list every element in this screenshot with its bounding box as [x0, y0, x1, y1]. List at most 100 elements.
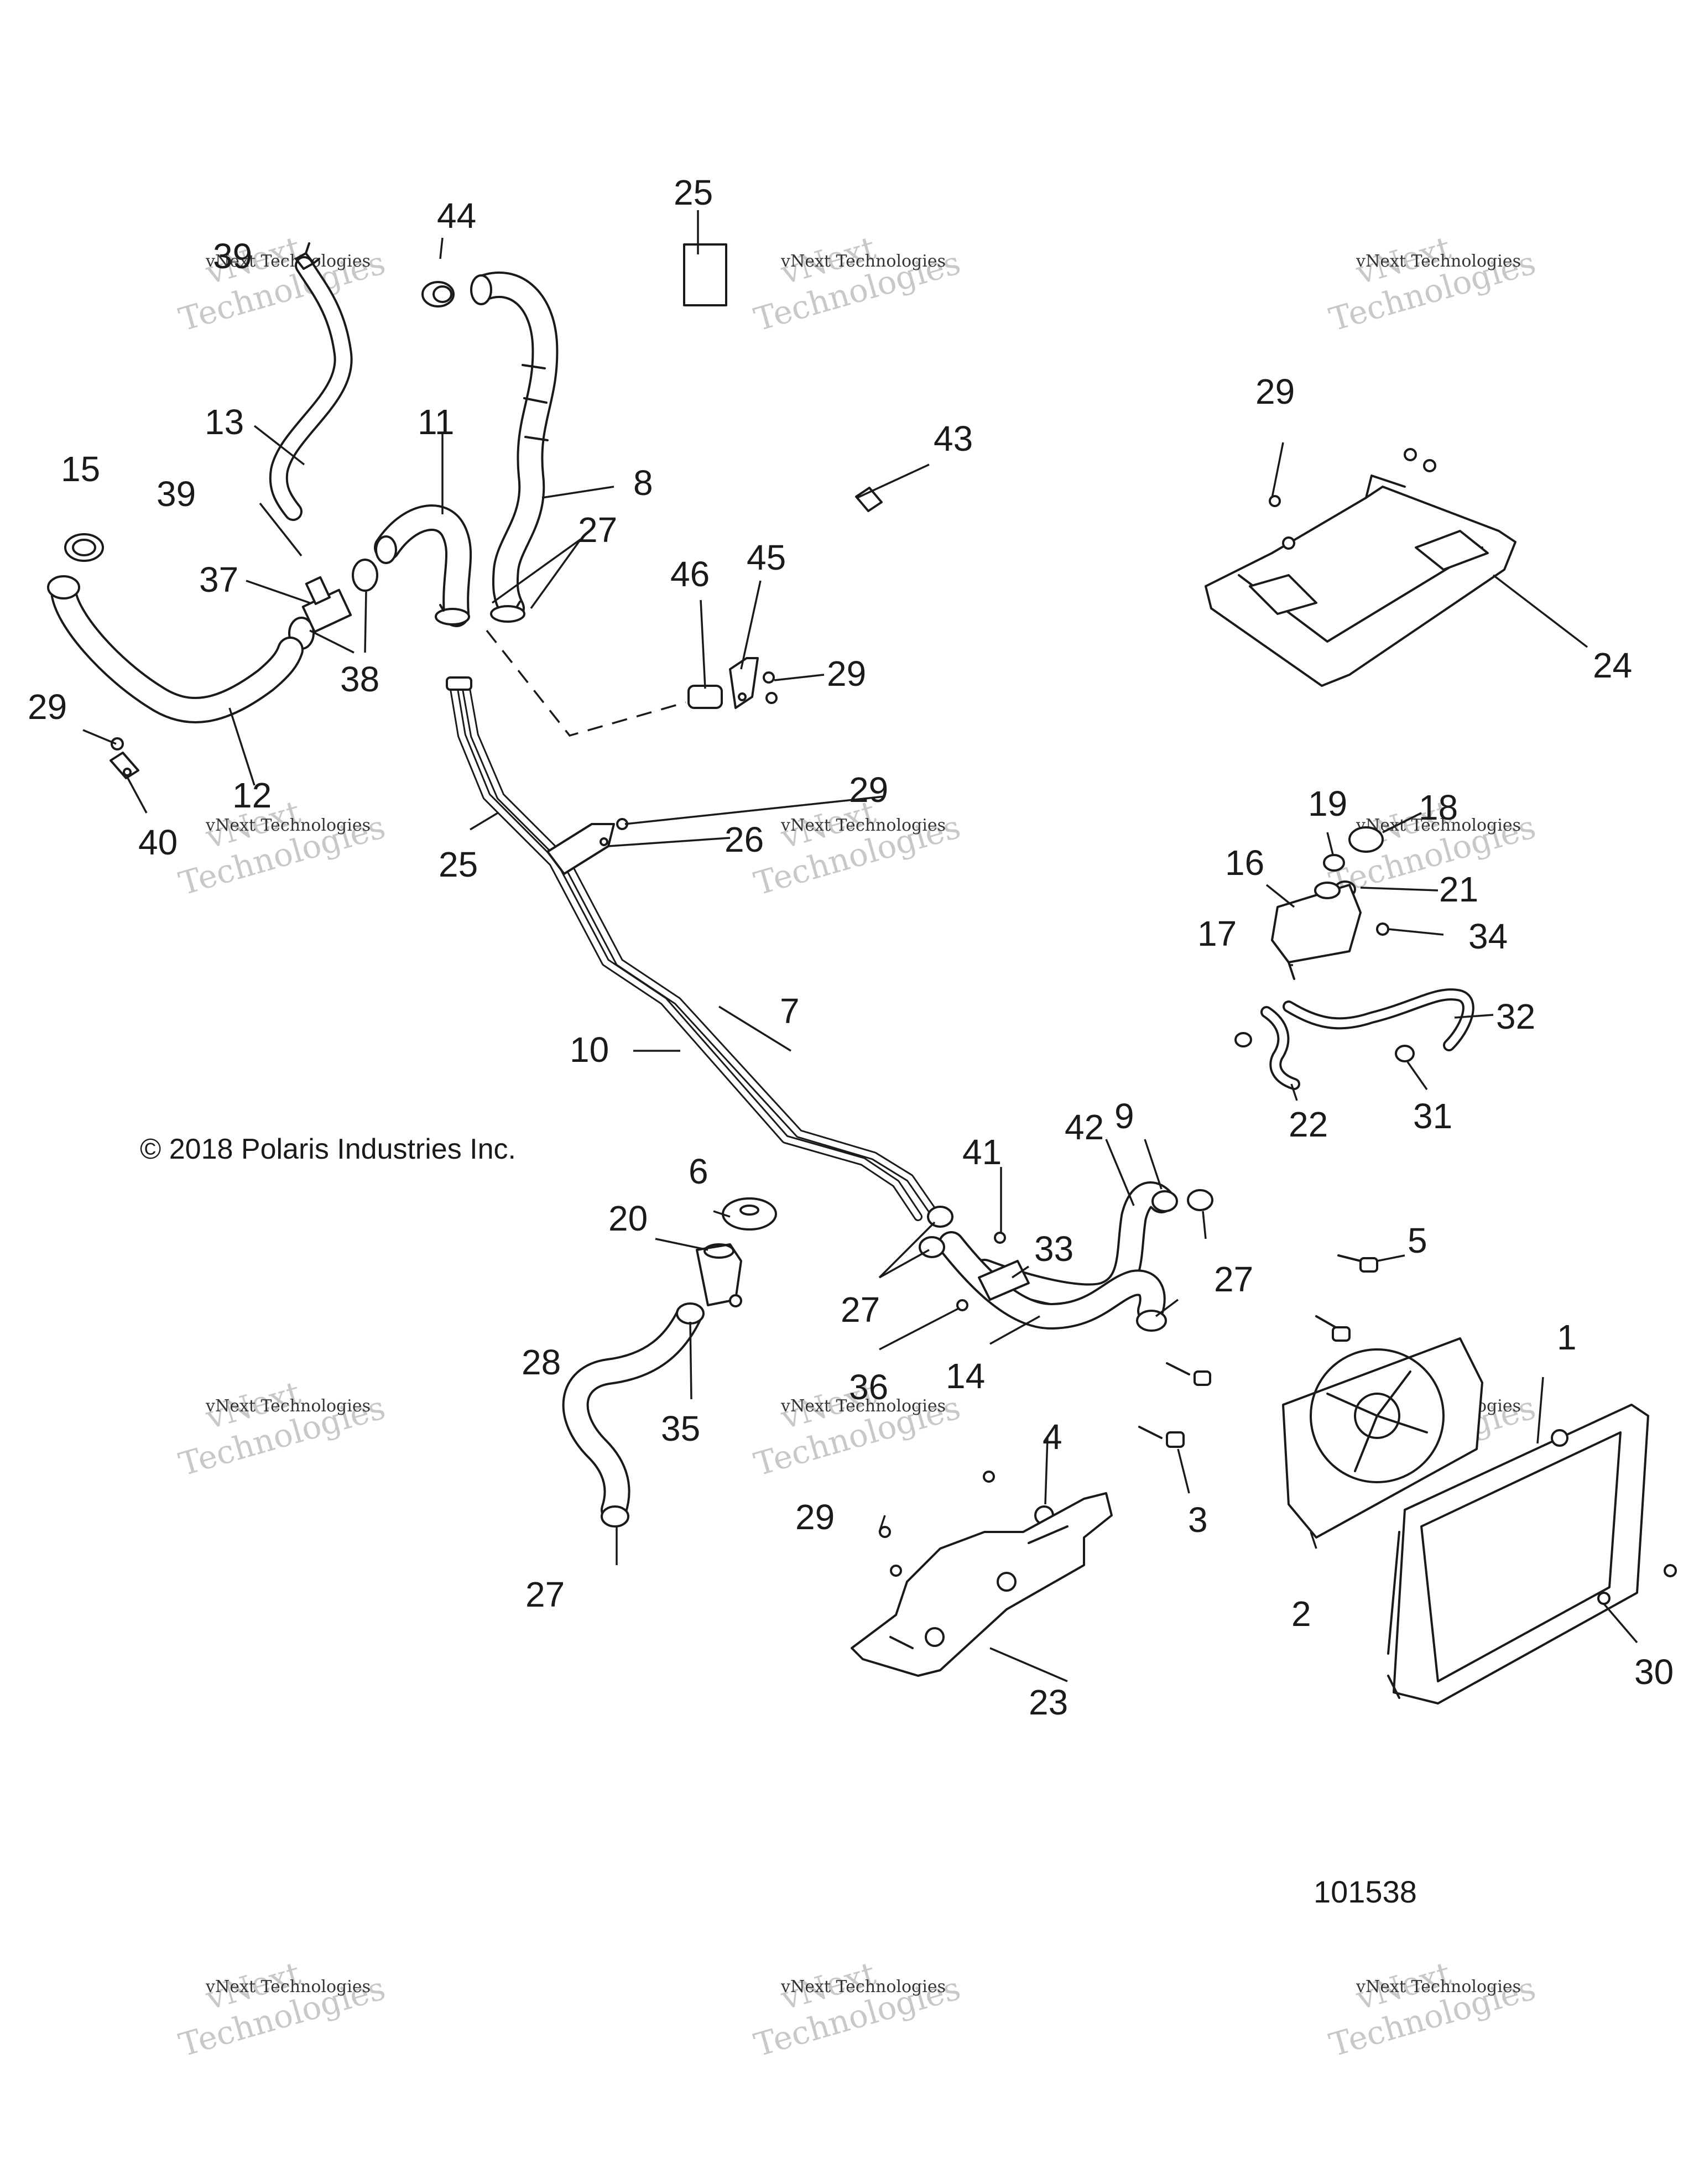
seal-19 — [1323, 854, 1345, 872]
fan-assembly-2 — [1282, 1337, 1483, 1539]
callout-42: 42 — [1065, 1107, 1104, 1147]
screw-29-lower1 — [983, 1471, 995, 1483]
coolant-tubes-7-10 — [446, 676, 939, 1221]
callout-29: 29 — [827, 654, 866, 694]
radiator-1 — [1387, 1404, 1649, 1705]
callout-19: 19 — [1308, 784, 1347, 823]
watermark: vNext Technologies — [175, 1374, 389, 1483]
callout-29: 29 — [849, 770, 888, 810]
bracket-23 — [851, 1492, 1113, 1677]
bolts-5 — [1166, 1254, 1378, 1386]
callout-38: 38 — [340, 659, 379, 699]
callout-23: 23 — [1029, 1682, 1068, 1722]
callout-29: 29 — [795, 1497, 835, 1537]
watermark: vNext Technologies — [1325, 1954, 1540, 2064]
watermark: vNext Technologies — [175, 229, 389, 338]
bracket-24 — [1205, 448, 1516, 687]
callout-25: 25 — [439, 845, 478, 884]
watermark-line2: vNext Technologies — [205, 1396, 371, 1416]
hose-11 — [374, 504, 472, 627]
clamp-31b — [1234, 1032, 1252, 1047]
clamp-46 — [687, 685, 723, 709]
callout-44: 44 — [437, 196, 476, 236]
screw-34 — [1376, 922, 1389, 936]
callout-34: 34 — [1468, 916, 1508, 956]
watermark: vNext Technologies — [175, 793, 389, 903]
parts — [47, 242, 1677, 1705]
radiator-cap-6 — [722, 1197, 777, 1231]
clamp-31 — [1395, 1045, 1415, 1062]
watermark: vNext Technologies — [750, 229, 965, 338]
callout-18: 18 — [1419, 788, 1458, 827]
decal-label — [683, 243, 727, 306]
screw-41 — [994, 1232, 1006, 1244]
screw-29-lower3 — [890, 1565, 902, 1577]
hose-32 — [1283, 988, 1474, 1051]
callout-1: 1 — [1557, 1317, 1577, 1357]
callout-28: 28 — [522, 1342, 561, 1382]
callout-33: 33 — [1034, 1229, 1073, 1269]
hose-8 — [470, 272, 559, 622]
callout-14: 14 — [946, 1356, 985, 1396]
callout-29: 29 — [28, 687, 67, 727]
callout-4: 4 — [1043, 1417, 1062, 1457]
watermark-line2: vNext Technologies — [205, 1977, 371, 1997]
figure-id: 101538 — [1314, 1874, 1417, 1909]
callout-5: 5 — [1408, 1221, 1427, 1260]
callout-12: 12 — [232, 775, 272, 815]
watermark-line2: vNext Technologies — [780, 252, 946, 271]
cap-18 — [1348, 826, 1384, 853]
screw-36 — [956, 1299, 968, 1311]
callout-41: 41 — [962, 1132, 1002, 1172]
callout-13: 13 — [205, 402, 244, 442]
callout-22: 22 — [1289, 1104, 1328, 1144]
bracket-45 — [729, 657, 759, 709]
watermark-line2: vNext Technologies — [205, 816, 371, 835]
callout-36: 36 — [849, 1367, 888, 1407]
bracket-26 — [546, 823, 615, 875]
callout-21: 21 — [1439, 869, 1478, 909]
clip-39-top — [295, 242, 320, 270]
bolts-3 — [1138, 1426, 1185, 1448]
callout-7: 7 — [780, 991, 800, 1031]
callout-25: 25 — [674, 173, 713, 212]
callout-27: 27 — [525, 1575, 565, 1614]
watermark-line2: vNext Technologies — [1356, 1977, 1521, 1997]
leader-lines — [82, 210, 1638, 1682]
callout-10: 10 — [570, 1030, 609, 1070]
routing-line — [486, 629, 686, 737]
watermark: vNext Technologies — [750, 1954, 965, 2064]
callout-8: 8 — [633, 463, 653, 503]
callout-45: 45 — [747, 538, 786, 577]
callout-24: 24 — [1593, 645, 1632, 685]
screw-29-left — [111, 737, 124, 750]
hose-13 — [269, 256, 353, 521]
clamp-27-mid — [919, 1189, 1213, 1332]
callout-15: 15 — [61, 449, 100, 489]
tee-fitting-37 — [301, 576, 352, 633]
callout-27: 27 — [841, 1290, 880, 1330]
callout-39: 39 — [213, 236, 252, 276]
watermark-line2: vNext Technologies — [780, 816, 946, 835]
callout-9: 9 — [1114, 1096, 1134, 1136]
callout-16: 16 — [1225, 843, 1264, 883]
bracket-33 — [978, 1260, 1030, 1301]
hose-12 — [47, 575, 304, 723]
callout-3: 3 — [1188, 1500, 1208, 1540]
callout-39: 39 — [157, 474, 196, 514]
screw-29-bracket — [763, 671, 778, 704]
callout-20: 20 — [608, 1198, 648, 1238]
callout-17: 17 — [1197, 914, 1237, 953]
screw-30b — [1597, 1592, 1611, 1605]
reservoir-16 — [1271, 882, 1362, 963]
watermark-line2: vNext Technologies — [780, 1396, 946, 1416]
watermark: vNext Technologies — [175, 1954, 389, 2064]
watermark-line2: vNext Technologies — [1356, 252, 1521, 271]
callout-27: 27 — [578, 510, 617, 550]
callout-11: 11 — [418, 402, 454, 442]
callout-26: 26 — [725, 820, 764, 859]
callout-27: 27 — [1214, 1259, 1253, 1299]
callout-31: 31 — [1413, 1096, 1452, 1136]
clamp-15 — [64, 533, 104, 562]
